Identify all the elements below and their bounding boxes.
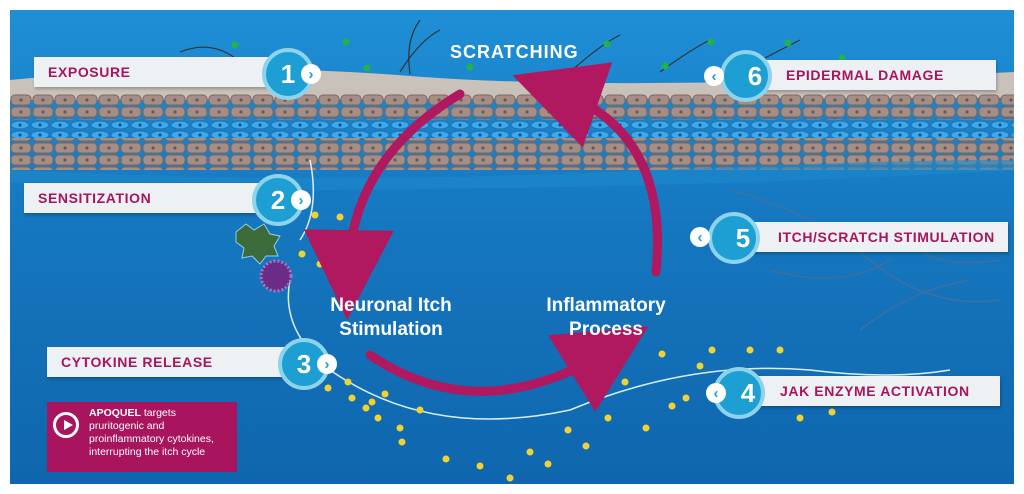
itch-cycle-diagram: SCRATCHING EXPOSURE 1 › SENSITIZATION 2 … [10, 10, 1014, 484]
step-5-badge[interactable]: 5 [708, 212, 760, 264]
arrow-to-scratching [512, 62, 662, 277]
step-sensitization-label: SENSITIZATION [24, 183, 278, 213]
step-1-number: 1 [280, 58, 296, 89]
step-sensitization-text: SENSITIZATION [38, 190, 152, 206]
neuronal-line-2: Stimulation [339, 319, 443, 340]
apoquel-callout[interactable]: APOQUEL targets pruritogenic and proinfl… [47, 402, 237, 472]
chevron-left-icon[interactable]: ‹ [690, 227, 710, 247]
step-6-badge[interactable]: 6 [720, 50, 772, 102]
callout-text: targets pruritogenic and proinflammatory… [89, 407, 214, 458]
inflammatory-line-1: Inflammatory [546, 295, 666, 316]
skin-cell-layer-blue [10, 118, 1014, 140]
step-2-number: 2 [270, 184, 286, 215]
step-epidermal-damage-text: EPIDERMAL DAMAGE [786, 67, 944, 83]
chevron-right-icon[interactable]: › [301, 64, 321, 84]
chevron-right-icon[interactable]: › [317, 354, 337, 374]
neuronal-itch-stimulation-label: Neuronal Itch Stimulation [306, 294, 476, 342]
step-jak-text: JAK ENZYME ACTIVATION [780, 383, 970, 399]
step-3-number: 3 [296, 348, 312, 379]
chevron-left-icon[interactable]: ‹ [706, 383, 726, 403]
inflammatory-line-2: Process [569, 319, 643, 340]
dendritic-cell [235, 223, 281, 265]
step-cytokine-release-text: CYTOKINE RELEASE [61, 354, 213, 370]
step-itch-scratch-label: ITCH/SCRATCH STIMULATION [722, 222, 1008, 252]
inflammatory-process-label: Inflammatory Process [526, 294, 686, 342]
itch-cycle-arrows [303, 62, 662, 412]
step-cytokine-release-label: CYTOKINE RELEASE [47, 347, 295, 377]
allergen-dots [231, 38, 846, 73]
step-4-number: 4 [740, 377, 756, 408]
play-icon[interactable] [53, 412, 79, 438]
step-exposure-label: EXPOSURE [34, 57, 290, 87]
skin-cell-layer-top [10, 94, 1014, 120]
step-6-number: 6 [747, 60, 763, 91]
arrow-to-neuronal [303, 89, 465, 320]
step-5-number: 5 [735, 222, 751, 253]
callout-brand: APOQUEL [89, 407, 141, 419]
step-jak-label: JAK ENZYME ACTIVATION [724, 376, 1000, 406]
step-epidermal-damage-label: EPIDERMAL DAMAGE [730, 60, 996, 90]
chevron-left-icon[interactable]: ‹ [704, 66, 724, 86]
nerve-fibers [729, 189, 1001, 331]
neuronal-line-1: Neuronal Itch [330, 295, 452, 316]
arrow-to-inflammatory [365, 326, 649, 412]
chevron-right-icon[interactable]: › [291, 190, 311, 210]
step-itch-scratch-text: ITCH/SCRATCH STIMULATION [778, 229, 995, 245]
mast-cell [259, 259, 293, 293]
step-exposure-text: EXPOSURE [48, 64, 131, 80]
scratching-title: SCRATCHING [450, 42, 579, 62]
